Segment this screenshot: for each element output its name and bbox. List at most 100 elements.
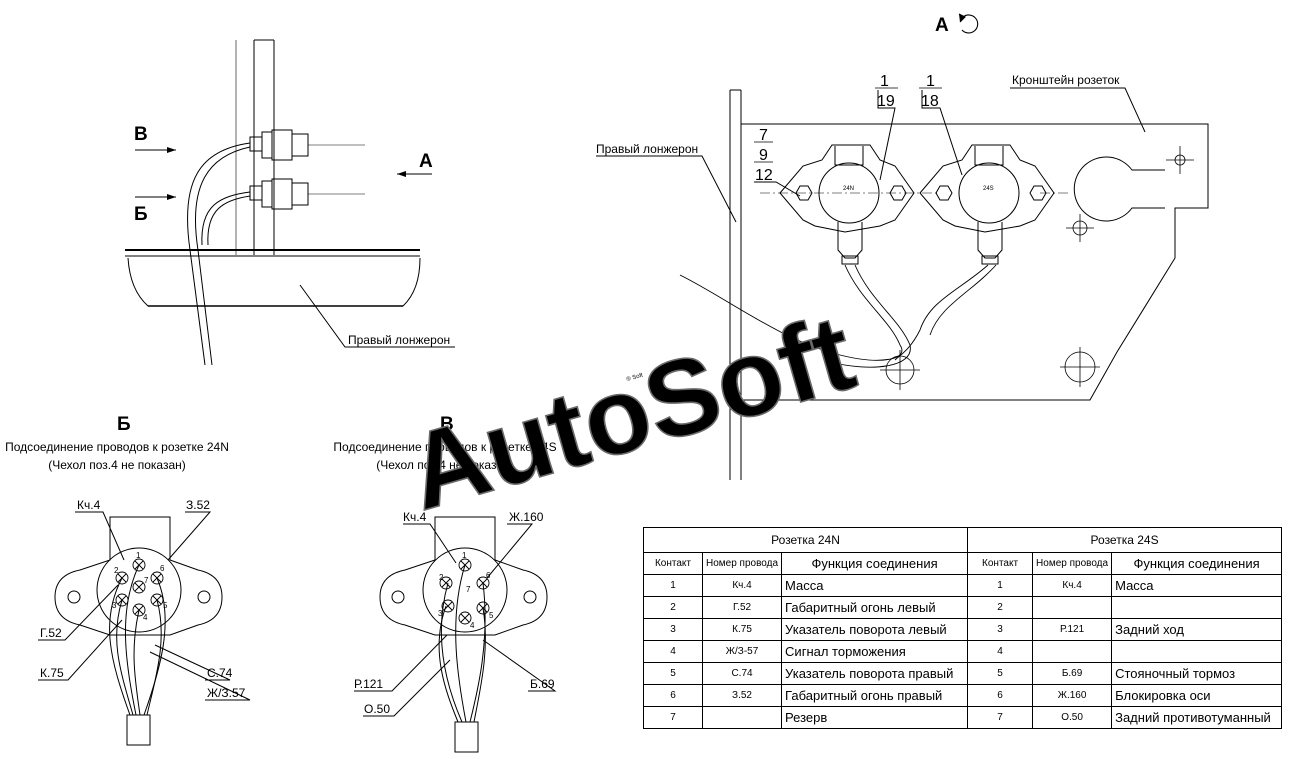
cell-contact: 3 (643, 618, 703, 641)
cell-contact: 1 (967, 574, 1034, 597)
b-pin-4: 4 (143, 613, 148, 622)
cell-wire: О.50 (1032, 706, 1113, 729)
v-label-r121: Р.121 (354, 677, 383, 691)
cell-function: Резерв (781, 706, 969, 729)
detail-view (596, 87, 1209, 480)
cell-function: Масса (781, 574, 969, 597)
cell-contact: 7 (967, 706, 1034, 729)
socket-24s (919, 144, 1070, 265)
table-row: 4 Ж/З-57 Сигнал торможения 4 (643, 640, 1283, 663)
cell-wire: Б.69 (1032, 662, 1113, 685)
view-v-caption: Подсоединение проводов к розетке 24S (333, 440, 556, 454)
watermark: AutoSoft ® Soft (394, 290, 867, 534)
table-title-24n: Розетка 24N (642, 527, 969, 553)
b-pin-2: 2 (114, 566, 119, 575)
detail-bracket-label: Кронштейн розеток (1012, 73, 1120, 87)
cell-function: Габаритный огонь правый (781, 684, 969, 707)
view-b-caption: Подсоединение проводов к розетке 24N (5, 440, 229, 454)
callout-stack-1: 7 (759, 127, 768, 144)
b-label-kch4: Кч.4 (77, 498, 101, 512)
cell-function: Задний ход (1111, 618, 1283, 641)
view-v-title: В (440, 414, 454, 435)
cell-wire: Ж/З-57 (701, 640, 783, 663)
b-pin-5: 5 (163, 601, 168, 610)
col-contact-24n: Контакт (643, 552, 703, 575)
callout-stack-2: 9 (759, 147, 768, 164)
b-pin-7: 7 (144, 576, 149, 585)
cell-wire: Г.52 (701, 596, 783, 619)
table-row: 1 Кч.4 Масса 1 Кч.4 Масса (643, 574, 1283, 597)
b-label-zh357: Ж/З.57 (207, 686, 246, 700)
callout-stack-3: 12 (755, 167, 773, 184)
cell-contact: 5 (967, 662, 1034, 685)
b-label-s74: С.74 (207, 666, 233, 680)
connector-upper (249, 129, 365, 161)
callout-left-top: 1 (880, 73, 889, 90)
v-label-b69: Б.69 (530, 677, 555, 691)
callout-left-bottom: 19 (877, 93, 895, 110)
side-frame-label: Правый лонжерон (348, 333, 450, 347)
cell-function (1111, 640, 1283, 663)
cell-wire: Кч.4 (701, 574, 783, 597)
b-label-k75: К.75 (40, 666, 64, 680)
v-pin-7: 7 (466, 585, 471, 594)
side-view (125, 39, 455, 366)
col-function-24n: Функция соединения (781, 552, 969, 575)
socket-24n (760, 144, 940, 265)
callout-right-top: 1 (926, 73, 935, 90)
v-pin-3: 3 (438, 609, 443, 618)
cell-function: Блокировка оси (1111, 684, 1283, 707)
b-pin-1: 1 (136, 551, 141, 560)
col-function-24s: Функция соединения (1111, 552, 1283, 575)
table-row: 5 С.74 Указатель поворота правый 5 Б.69 … (643, 662, 1283, 685)
table-row: 3 К.75 Указатель поворота левый 3 Р.121 … (643, 618, 1283, 641)
side-arrow-b-label: Б (134, 204, 148, 225)
table-row: 7 Резерв 7 О.50 Задний противотуманный (643, 706, 1283, 729)
side-arrow-a-label: А (419, 151, 433, 172)
cell-function: Указатель поворота правый (781, 662, 969, 685)
cell-wire (1032, 640, 1113, 663)
v-pin-1: 1 (462, 551, 467, 560)
side-arrow-v-label: В (134, 124, 148, 145)
cell-wire: Кч.4 (1032, 574, 1113, 597)
cell-contact: 6 (643, 684, 703, 707)
view-v-note: (Чехол поз.4 не показан) (376, 458, 514, 472)
cell-wire (701, 706, 783, 729)
col-wire-24n: Номер провода (701, 552, 783, 575)
cell-contact: 3 (967, 618, 1034, 641)
socket-24n-label: 24N (843, 186, 854, 192)
cell-contact: 2 (967, 596, 1034, 619)
b-label-z352: З.52 (186, 498, 210, 512)
connector-lower (249, 178, 365, 210)
cell-function: Габаритный огонь левый (781, 596, 969, 619)
cell-wire: Ж.160 (1032, 684, 1113, 707)
wiring-table: Розетка 24N Розетка 24S Контакт Номер пр… (642, 527, 1283, 729)
cell-contact: 4 (967, 640, 1034, 663)
socket-24n-pinout (38, 511, 251, 746)
view-b-note: (Чехол поз.4 не показан) (48, 458, 186, 472)
v-label-kch4: Кч.4 (403, 510, 427, 524)
v-pin-2: 2 (439, 573, 444, 582)
cell-function: Масса (1111, 574, 1283, 597)
cell-function: Задний противотуманный (1111, 706, 1283, 729)
b-pin-6: 6 (160, 564, 165, 573)
b-label-g52: Г.52 (40, 626, 62, 640)
socket-24s-pinout (354, 516, 557, 753)
v-label-zh160: Ж.160 (509, 510, 544, 524)
cell-function (1111, 596, 1283, 619)
cell-function: Стояночный тормоз (1111, 662, 1283, 685)
table-title-24s: Розетка 24S (967, 527, 1283, 553)
v-pin-5: 5 (489, 611, 494, 620)
callout-right-bottom: 18 (921, 93, 939, 110)
v-label-o50: О.50 (364, 702, 390, 716)
cell-contact: 6 (967, 684, 1034, 707)
b-pin-3: 3 (112, 601, 117, 610)
table-row: 2 Г.52 Габаритный огонь левый 2 (643, 596, 1283, 619)
cell-wire (1032, 596, 1113, 619)
socket-24s-label: 24S (983, 186, 994, 192)
watermark-text: AutoSoft (395, 291, 867, 533)
cell-contact: 1 (643, 574, 703, 597)
col-contact-24s: Контакт (967, 552, 1034, 575)
col-wire-24s: Номер провода (1032, 552, 1113, 575)
